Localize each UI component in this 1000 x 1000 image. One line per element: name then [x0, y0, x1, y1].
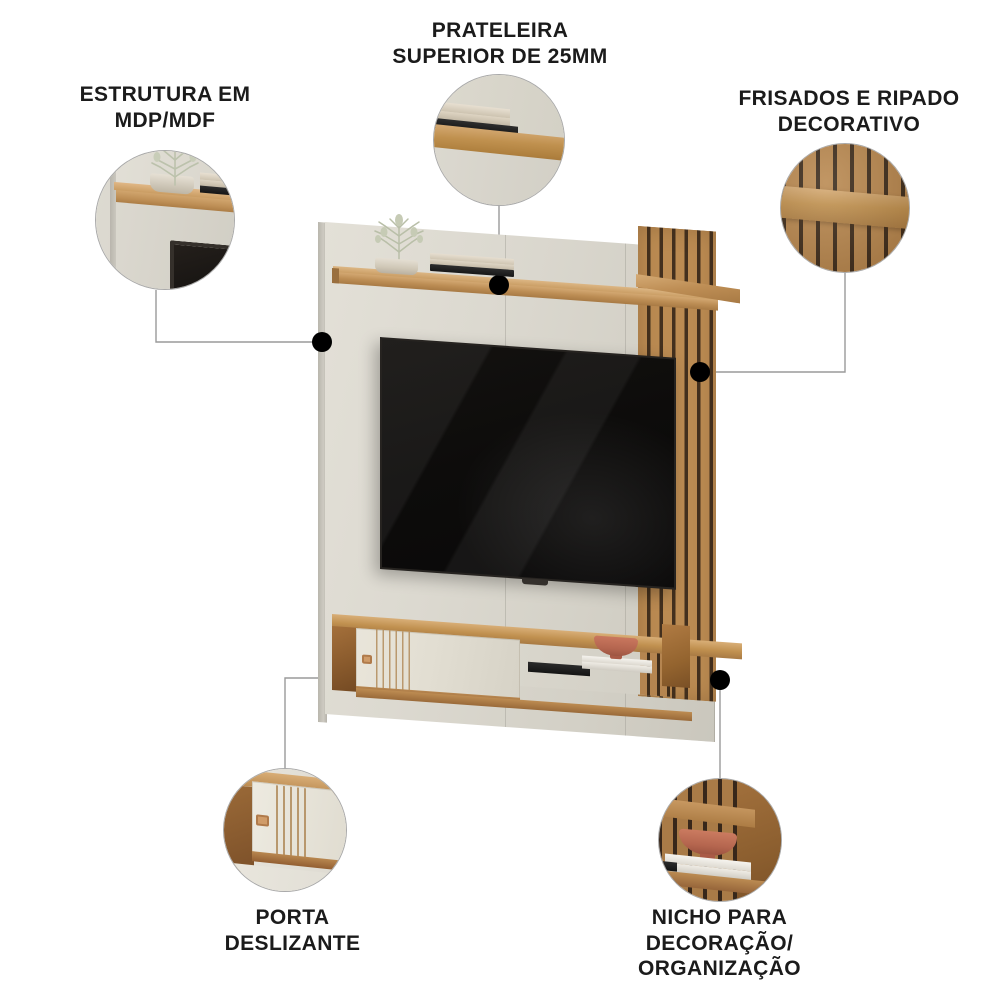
- door-handle-icon: [362, 654, 372, 665]
- callout-label-estrutura: ESTRUTURA EM MDP/MDF: [79, 83, 251, 132]
- bubble-plant-icon: [151, 151, 199, 186]
- plant-foliage-icon: [374, 214, 424, 261]
- product-illustration: [318, 214, 742, 742]
- callout-label-porta: PORTA DESLIZANTE: [224, 906, 361, 955]
- marker-dot-prateleira: [489, 275, 509, 295]
- callout-label-prateleira: PRATELEIRA SUPERIOR DE 25MM: [392, 19, 608, 68]
- marker-dot-frisados: [690, 362, 710, 382]
- detail-bubble-nicho: [658, 778, 782, 902]
- tv-screen: [382, 339, 674, 588]
- callout-label-nicho: NICHO PARA DECORAÇÃO/ ORGANIZAÇÃO: [637, 906, 802, 981]
- cabinet-left-side: [332, 626, 358, 692]
- niche-right-side: [662, 624, 690, 689]
- detail-bubble-prateleira: [433, 74, 565, 206]
- detail-bubble-porta: [223, 768, 347, 892]
- detail-bubble-frisados: [780, 143, 910, 273]
- callout-label-frisados: FRISADOS E RIPADO DECORATIVO: [738, 87, 960, 136]
- detail-bubble-estrutura: [95, 150, 235, 290]
- plant-pot: [375, 257, 418, 276]
- marker-dot-estrutura: [312, 332, 332, 352]
- bottom-cabinet: [332, 604, 742, 722]
- television: [380, 337, 676, 590]
- connector-estrutura: [155, 290, 322, 343]
- door-grooves: [376, 629, 410, 692]
- marker-dot-nicho: [710, 670, 730, 690]
- top-shelf-left-end: [332, 268, 339, 284]
